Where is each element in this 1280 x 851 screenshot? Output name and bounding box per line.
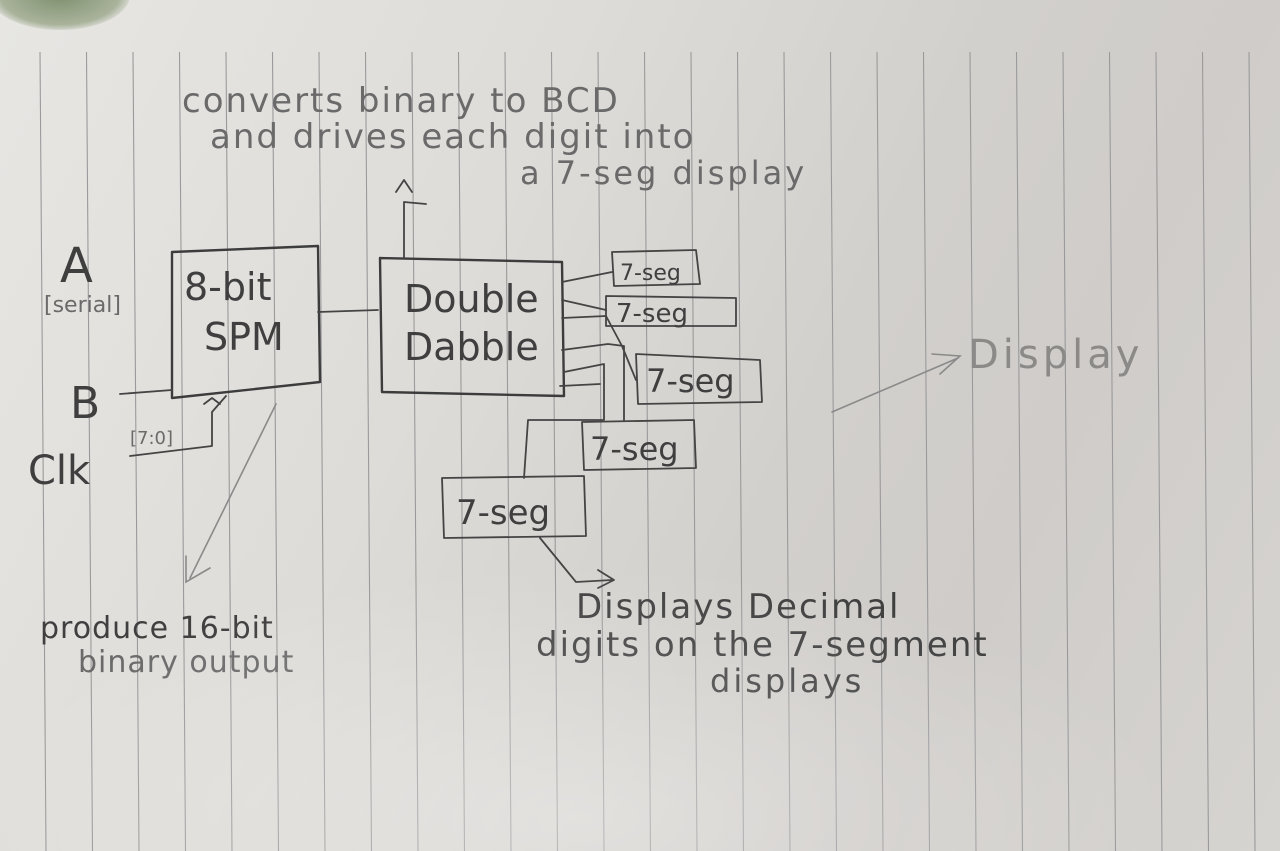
ruled-line — [1201, 51, 1210, 851]
ruled-line — [271, 51, 280, 851]
ruled-line — [39, 51, 47, 851]
ruled-line — [876, 51, 884, 851]
seven-seg-1-label: 7-seg — [620, 261, 681, 286]
ruled-line — [1108, 51, 1117, 851]
arrow-produce — [185, 403, 277, 584]
ruled-line — [178, 51, 187, 851]
ruled-line — [1015, 51, 1024, 851]
ruled-line — [85, 51, 94, 851]
ruled-line — [132, 51, 140, 851]
produce-note-line2: binary output — [78, 645, 294, 680]
double-dabble-block — [378, 256, 566, 398]
spm-block — [170, 244, 322, 400]
ruled-line — [1155, 51, 1163, 851]
ruled-line — [504, 51, 512, 851]
display-label: Display — [968, 332, 1143, 378]
produce-note-line1: produce 16-bit — [40, 611, 274, 646]
ruled-line — [643, 51, 652, 851]
top-note-line2: and drives each digit into — [210, 117, 695, 157]
arrow-display — [831, 353, 962, 413]
input-a-note: [serial] — [44, 293, 121, 318]
ruled-line — [364, 51, 373, 851]
ruled-line — [969, 51, 977, 851]
seven-seg-5-label: 7-seg — [456, 493, 550, 533]
input-b-label: B — [70, 378, 100, 429]
seven-seg-2-label: 7-seg — [616, 299, 688, 329]
displays-note-line1: Displays Decimal — [576, 587, 901, 627]
ruled-line — [411, 51, 419, 851]
seven-seg-1: 7-seg — [611, 249, 701, 287]
arrow-displays — [539, 537, 615, 589]
top-note-line3: a 7-seg display — [520, 154, 807, 192]
ruled-line — [736, 51, 745, 851]
ruled-line — [1062, 51, 1070, 851]
wire-b — [119, 389, 173, 395]
ruled-line — [922, 51, 931, 851]
segment-wires — [523, 271, 637, 479]
wire-spm-to-dd — [317, 309, 379, 313]
ruled-line — [597, 51, 605, 851]
ruled-line — [829, 51, 838, 851]
seven-seg-5: 7-seg — [441, 475, 587, 539]
displays-note-line2: digits on the 7-segment — [536, 625, 989, 665]
input-b-note: [7:0] — [130, 428, 173, 449]
dd-label-line1: Double — [404, 277, 539, 321]
input-a-label: A — [60, 238, 93, 294]
ruled-line — [783, 51, 791, 851]
top-note-line1: converts binary to BCD — [182, 81, 620, 121]
seven-seg-3: 7-seg — [635, 353, 763, 405]
dd-label-line2: Dabble — [404, 325, 539, 369]
ruled-line — [1248, 51, 1256, 851]
ruled-line — [550, 51, 559, 851]
seven-seg-3-label: 7-seg — [646, 362, 735, 400]
clock-label: Clk — [28, 448, 91, 494]
ruled-line — [225, 51, 233, 851]
seven-seg-4: 7-seg — [581, 419, 697, 471]
ruled-line — [457, 51, 466, 851]
arrow-to-top-note — [395, 179, 427, 259]
seven-seg-2: 7-seg — [605, 295, 737, 329]
seven-seg-4-label: 7-seg — [590, 430, 679, 468]
ruled-line — [318, 51, 326, 851]
displays-note-line3: displays — [710, 662, 864, 700]
ruled-lines — [39, 51, 1256, 851]
spm-label-line1: 8-bit — [184, 265, 271, 309]
ruled-line — [690, 51, 698, 851]
wire-clk — [129, 395, 227, 457]
spm-label-line2: SPM — [204, 315, 284, 359]
